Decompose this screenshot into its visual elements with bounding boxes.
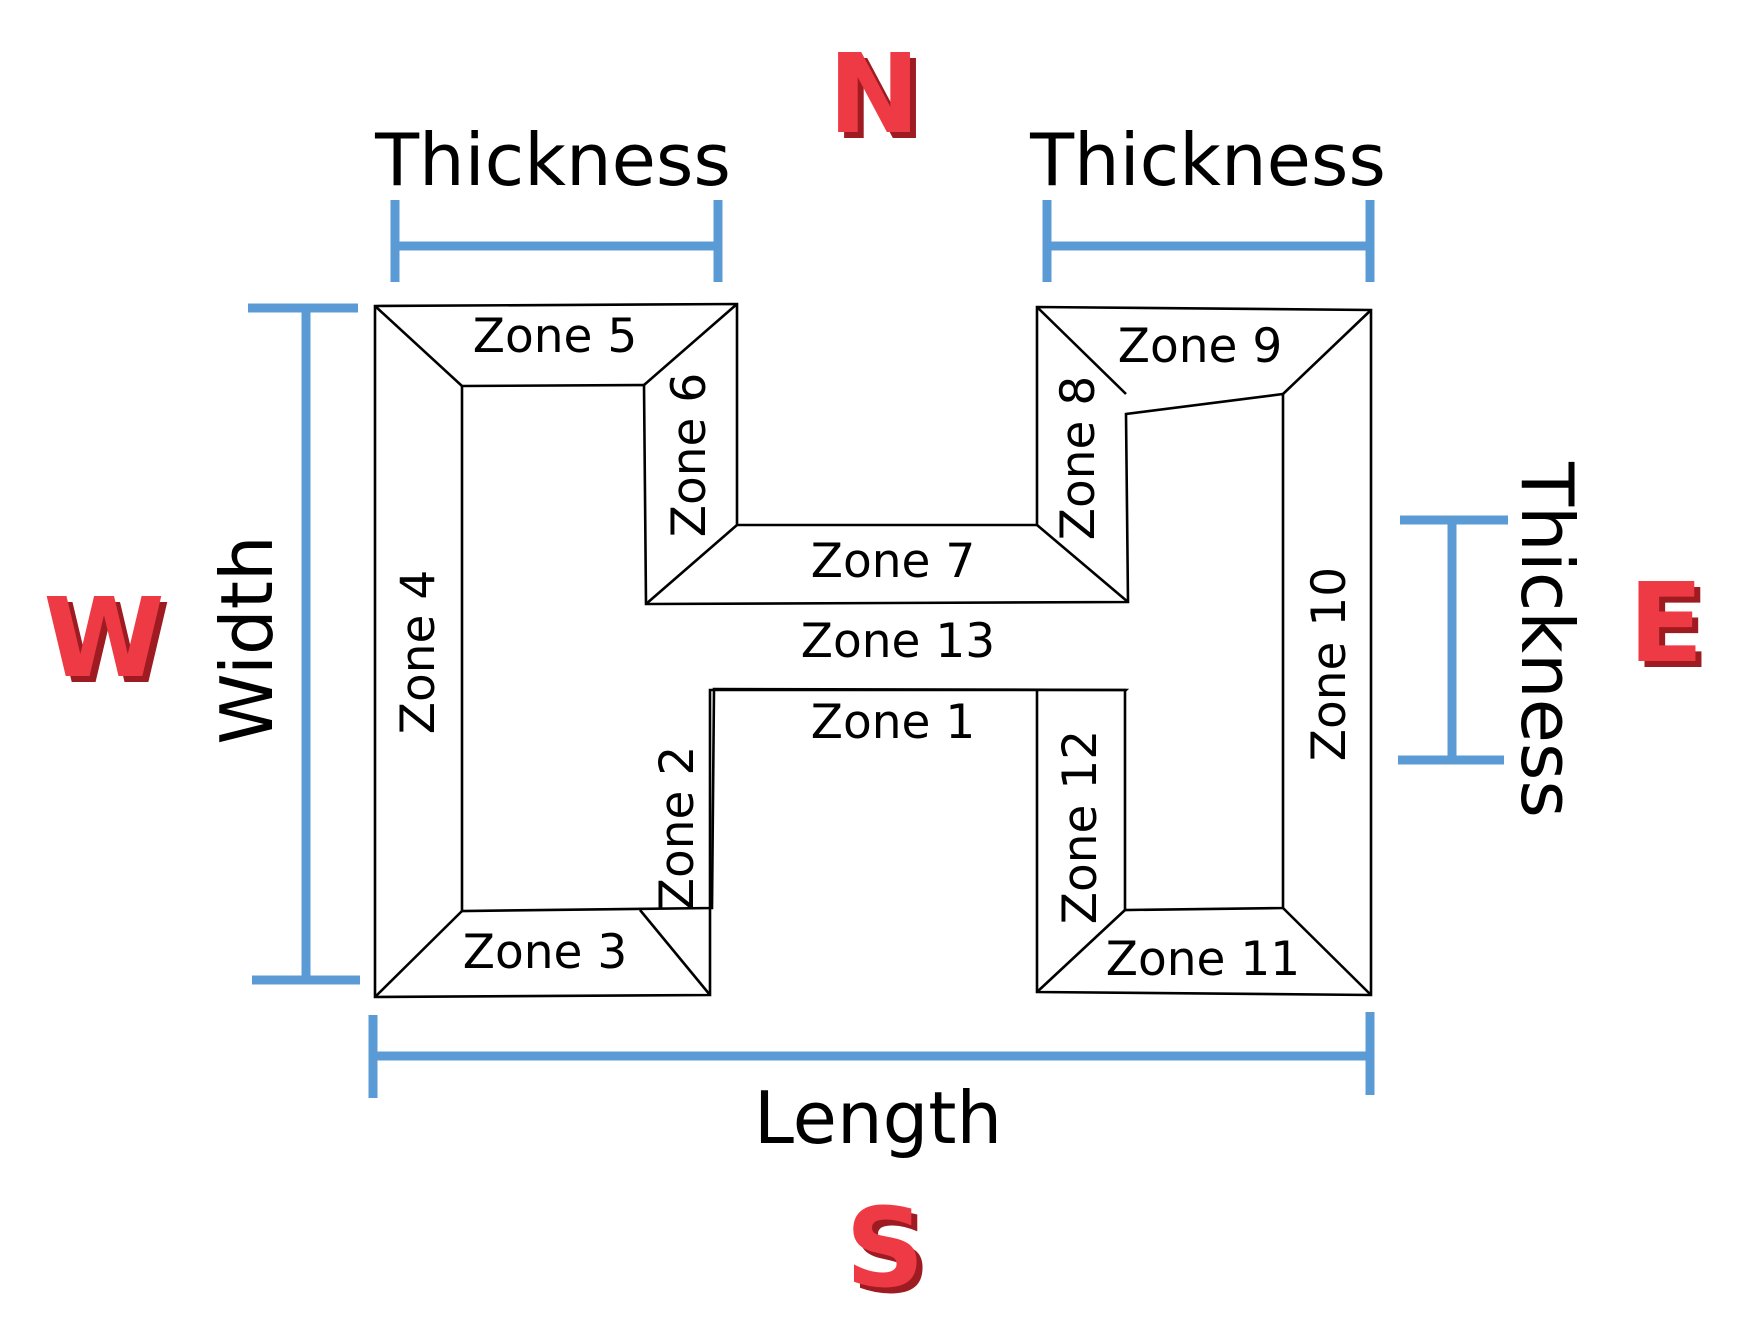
svg-text:S: S xyxy=(845,1184,924,1312)
svg-text:E: E xyxy=(1634,565,1709,693)
compass-west: W W xyxy=(43,574,170,708)
zone-7-label: Zone 7 xyxy=(811,534,976,589)
svg-text:N: N xyxy=(834,36,926,164)
compass-south: S S xyxy=(845,1184,930,1318)
zone-11-label: Zone 11 xyxy=(1106,932,1300,987)
width-marker xyxy=(248,303,360,985)
zone-2-label: Zone 2 xyxy=(650,746,705,911)
dimension-lines xyxy=(248,200,1508,1098)
thickness-left-marker xyxy=(390,200,723,282)
zone-5-label: Zone 5 xyxy=(473,309,638,364)
zone-8-label: Zone 8 xyxy=(1051,376,1106,541)
compass-east: E E xyxy=(1628,559,1709,693)
building-outline xyxy=(373,302,1373,999)
compass-north: N N xyxy=(828,30,926,164)
thickness-left-label: Thickness xyxy=(374,118,731,202)
svg-text:S: S xyxy=(851,1190,930,1318)
zone-12-label: Zone 12 xyxy=(1053,730,1108,924)
thickness-right-label: Thickness xyxy=(1029,118,1386,202)
zone-labels: Zone 5 Zone 9 Zone 7 Zone 13 Zone 1 Zone… xyxy=(391,309,1357,987)
width-label: Width xyxy=(205,535,289,744)
zone-4-label: Zone 4 xyxy=(391,570,446,735)
zone-3-label: Zone 3 xyxy=(463,925,628,980)
compass-labels: N N S S W W E E xyxy=(43,30,1709,1318)
thickness-east-label: Thickness xyxy=(1505,461,1589,818)
svg-text:N: N xyxy=(828,30,920,158)
zone-13-label: Zone 13 xyxy=(801,614,995,669)
zone-dividers xyxy=(374,303,1372,998)
zone-1-label: Zone 1 xyxy=(811,695,976,750)
length-label: Length xyxy=(754,1076,1002,1160)
outer-outline xyxy=(373,302,1373,999)
thickness-right-marker xyxy=(1042,200,1375,282)
zone-6-label: Zone 6 xyxy=(662,373,717,538)
svg-text:W: W xyxy=(49,580,170,708)
thickness-east-marker xyxy=(1398,515,1508,765)
svg-text:E: E xyxy=(1628,559,1703,687)
length-marker xyxy=(368,1012,1375,1098)
dimension-labels: Thickness Thickness Width Thickness Leng… xyxy=(205,118,1589,1160)
svg-text:W: W xyxy=(43,574,164,702)
zone-9-label: Zone 9 xyxy=(1118,319,1283,374)
zone-10-label: Zone 10 xyxy=(1302,567,1357,761)
inner-west-outline xyxy=(460,383,1285,913)
